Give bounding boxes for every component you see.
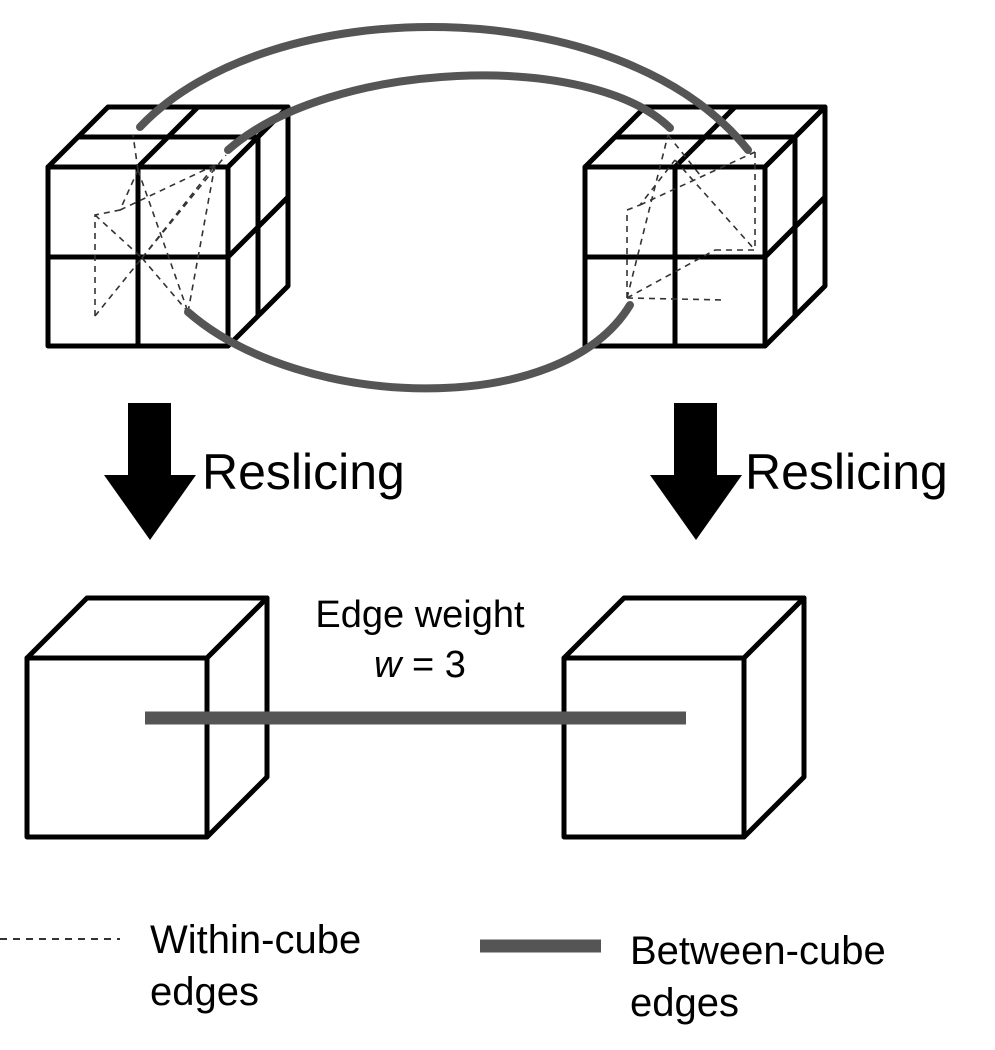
top-right-subdivided-cube (582, 104, 828, 349)
legend-within-line2: edges (150, 970, 259, 1014)
edge-weight-annotation: Edge weight w = 3 (270, 596, 570, 684)
edge-weight-value: w = 3 (270, 646, 570, 684)
reslicing-label-left: Reslicing (202, 444, 405, 500)
bottom-right-cube (561, 595, 807, 840)
edge-weight-title: Edge weight (315, 594, 525, 636)
legend-within-cube-label: Within-cube edges (150, 914, 361, 1018)
between-edge-inner-arc (224, 71, 674, 154)
legend-between-line2: edges (630, 981, 739, 1025)
reslicing-arrow-right-icon (650, 403, 742, 540)
between-cube-arcs (136, 23, 752, 393)
legend-between-line1: Between-cube (630, 929, 886, 973)
legend-within-line1: Within-cube (150, 918, 362, 962)
between-edge-outer-arc (136, 23, 752, 154)
between-edge-lower-arc (184, 301, 634, 393)
bottom-left-cube (24, 595, 270, 840)
edge-weight-symbol: w (374, 644, 402, 686)
reslicing-label-right: Reslicing (745, 444, 948, 500)
edge-weight-number: = 3 (401, 644, 466, 686)
within-cube-edges-right (626, 134, 756, 301)
legend-between-cube-label: Between-cube edges (630, 925, 886, 1029)
within-cube-edges-left (94, 134, 227, 317)
reslicing-arrow-left-icon (104, 403, 196, 540)
top-left-subdivided-cube (45, 104, 291, 349)
